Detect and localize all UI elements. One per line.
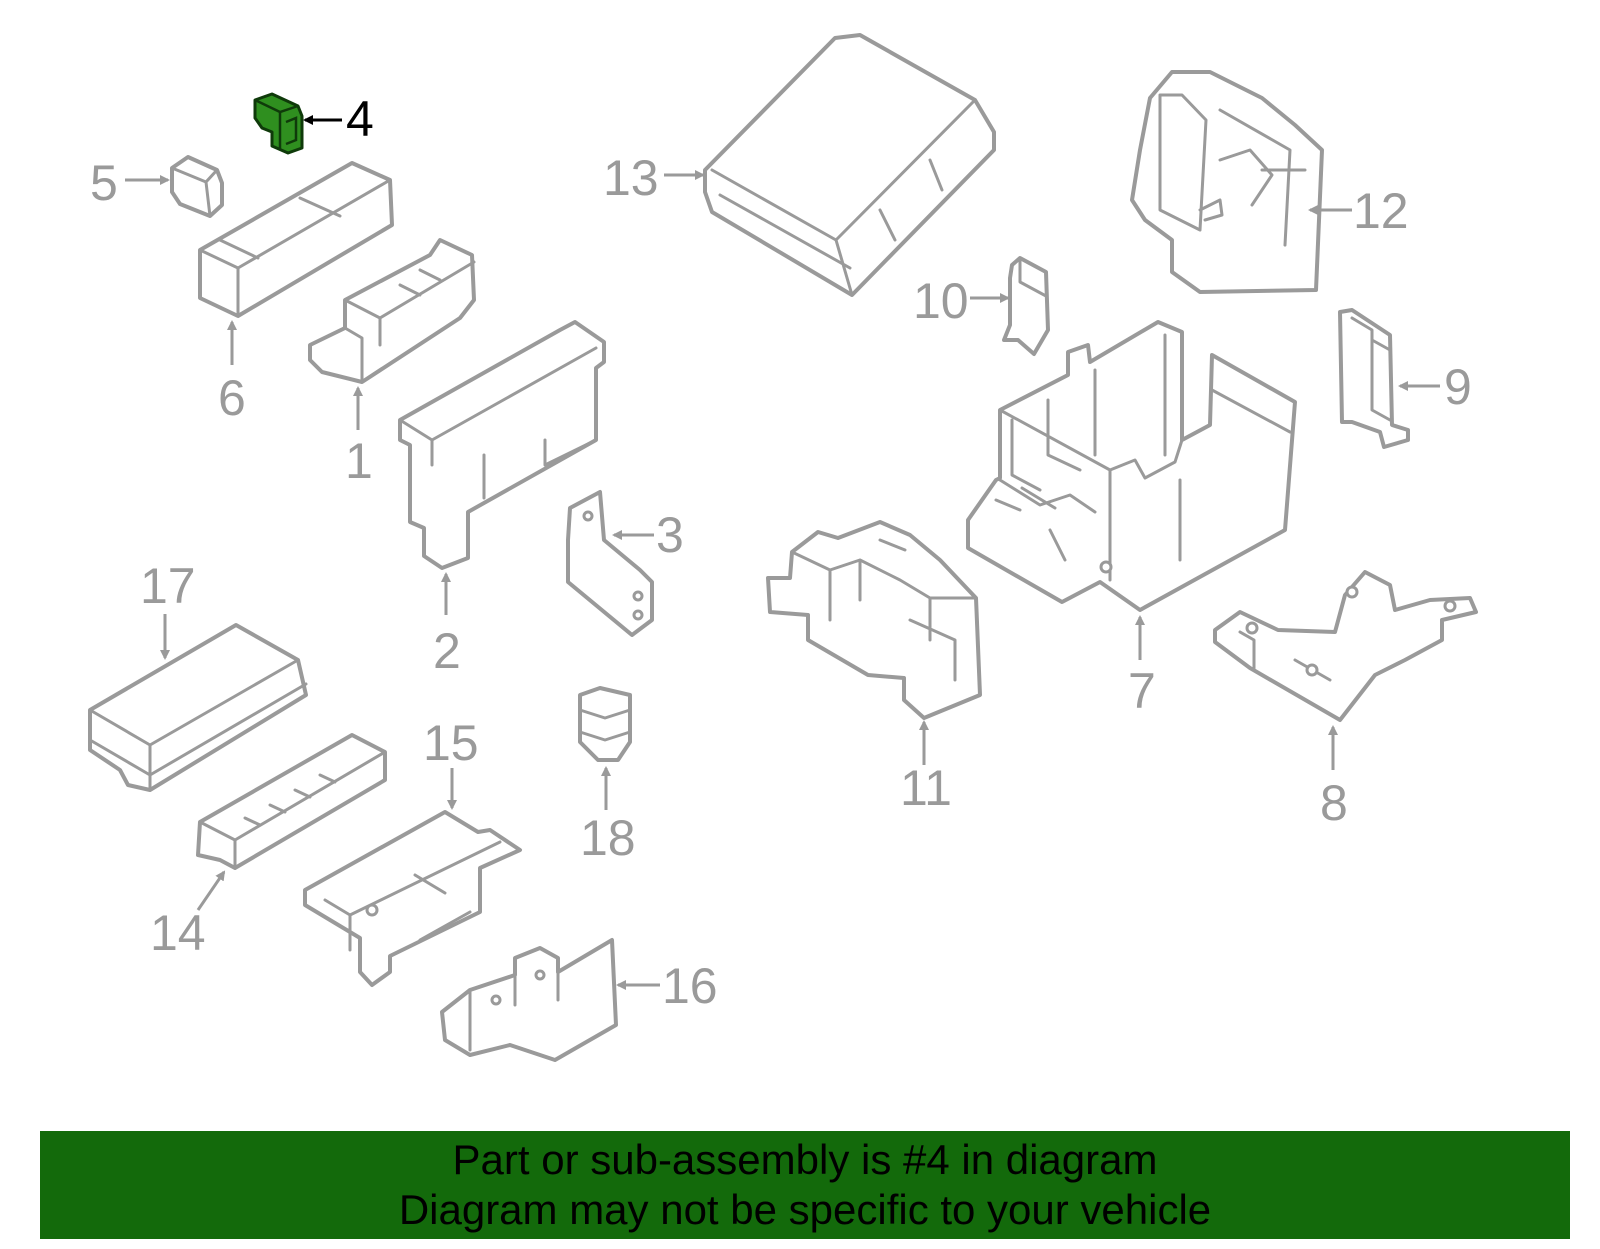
part-12-control-module[interactable]: [1130, 70, 1324, 294]
label-9: 9: [1444, 359, 1472, 415]
part-13-lid[interactable]: [703, 33, 996, 297]
label-5: 5: [90, 155, 118, 211]
callout-12: 12: [1308, 183, 1409, 239]
callout-10: 10: [913, 273, 1010, 329]
part-16-cover-panel[interactable]: [440, 938, 618, 1062]
callout-7: 7: [1128, 615, 1156, 719]
label-7: 7: [1128, 663, 1156, 719]
label-11: 11: [900, 760, 952, 816]
banner-line-1: Part or sub-assembly is #4 in diagram: [452, 1136, 1158, 1183]
label-12: 12: [1353, 183, 1409, 239]
callout-13: 13: [603, 150, 705, 206]
parts-diagram: 4 5 6 1 2 3: [88, 33, 1478, 1062]
part-11-lower-bracket[interactable]: [766, 520, 982, 720]
label-10: 10: [913, 273, 969, 329]
callout-16: 16: [616, 958, 718, 1014]
banner-line-2: Diagram may not be specific to your vehi…: [398, 1186, 1212, 1233]
part-5-cap[interactable]: [170, 155, 224, 218]
label-17: 17: [140, 558, 196, 614]
callout-3: 3: [612, 507, 684, 563]
label-3: 3: [656, 507, 684, 563]
callout-17: 17: [140, 558, 196, 660]
part-4-relay[interactable]: [253, 92, 304, 155]
label-18: 18: [580, 810, 636, 866]
callout-8: 8: [1320, 725, 1348, 831]
part-18-relay[interactable]: [578, 686, 632, 762]
label-13: 13: [603, 150, 659, 206]
callout-14: 14: [150, 870, 226, 961]
part-10-clip[interactable]: [1002, 256, 1050, 356]
label-8: 8: [1320, 775, 1348, 831]
label-15: 15: [423, 715, 479, 771]
callout-4: 4: [303, 91, 374, 147]
part-3-bracket[interactable]: [566, 490, 654, 637]
callout-1: 1: [345, 386, 373, 489]
label-4: 4: [346, 91, 374, 147]
part-15-tray[interactable]: [303, 810, 522, 987]
label-16: 16: [662, 958, 718, 1014]
part-1-fuse-block[interactable]: [308, 238, 476, 384]
part-17-top-cover[interactable]: [88, 623, 308, 792]
callout-5: 5: [90, 155, 170, 211]
part-6-cover[interactable]: [198, 161, 394, 318]
callout-2: 2: [433, 572, 461, 679]
part-14-fuse-strip[interactable]: [196, 733, 387, 870]
part-9-cover-strip[interactable]: [1338, 308, 1410, 449]
callout-15: 15: [423, 715, 479, 810]
part-7-housing[interactable]: [966, 320, 1297, 612]
callout-9: 9: [1398, 359, 1472, 415]
label-2: 2: [433, 623, 461, 679]
callout-18: 18: [580, 766, 636, 866]
callout-6: 6: [218, 320, 246, 426]
part-8-plate-bracket[interactable]: [1213, 570, 1478, 722]
label-1: 1: [345, 433, 373, 489]
label-14: 14: [150, 905, 206, 961]
callout-11: 11: [900, 720, 952, 816]
label-6: 6: [218, 370, 246, 426]
info-banner: Part or sub-assembly is #4 in diagram Di…: [40, 1131, 1570, 1239]
part-2-bracket-box[interactable]: [398, 320, 606, 570]
